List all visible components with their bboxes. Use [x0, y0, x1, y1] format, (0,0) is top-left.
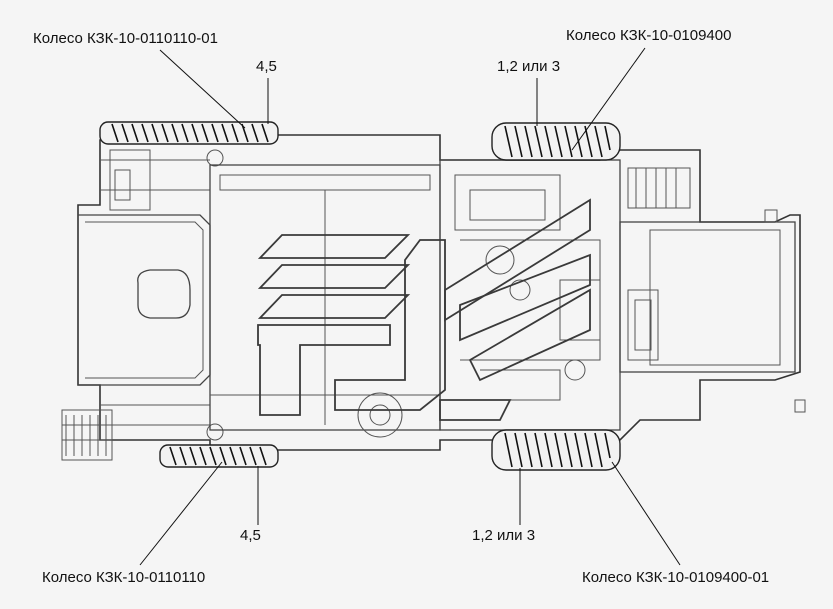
label-rear-left-wheel: Колесо КЗК-10-0110110-01 — [33, 30, 218, 47]
label-front-right-wheel: Колесо КЗК-10-0109400-01 — [582, 569, 770, 586]
chevron-stripes — [257, 198, 591, 421]
leader-lines — [139, 47, 681, 566]
label-front-right-qty: 1,2 или 3 — [472, 527, 536, 544]
tire-front-left — [491, 122, 621, 161]
label-rear-right-wheel: Колесо КЗК-10-0110110 — [42, 569, 206, 586]
label-front-left-qty: 1,2 или 3 — [497, 58, 561, 75]
label-rear-right-qty: 4,5 — [240, 527, 261, 544]
label-front-left-wheel: Колесо КЗК-10-0109400 — [566, 27, 732, 44]
tire-front-right — [491, 429, 621, 471]
tire-rear-left — [99, 121, 279, 145]
tire-rear-right — [159, 444, 279, 468]
machine-body — [61, 134, 806, 461]
label-rear-left-qty: 4,5 — [256, 58, 277, 75]
